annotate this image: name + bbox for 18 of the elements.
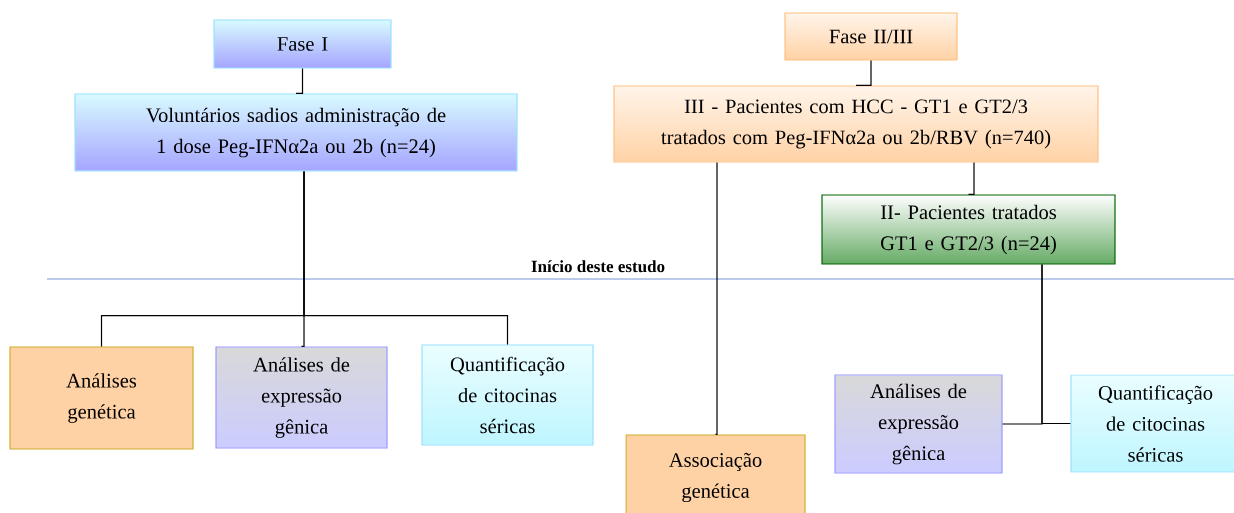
process-box: III - Pacientes com HCC - GT1 e GT2/3 tratados com Peg-IFNα2a ou 2b/RBV (n=740) <box>613 85 1099 163</box>
process-box: Fase I <box>213 19 392 69</box>
process-box: Quantificação de citocinas séricas <box>1070 374 1234 473</box>
process-box: II- Pacientes tratados GT1 e GT2/3 (n=24) <box>821 194 1116 265</box>
label-text: Início deste estudo <box>531 260 665 273</box>
connector-line <box>295 68 304 94</box>
process-box: Fase II/III <box>784 12 958 61</box>
process-box: Voluntários sadios administração de 1 dose Peg-IFNα2a ou 2b (n=24) <box>74 93 518 172</box>
connector-line <box>855 60 872 86</box>
connector-line <box>714 162 718 435</box>
process-box: Associação genética <box>625 434 806 513</box>
connector-line <box>1041 264 1071 425</box>
process-box: Análises de expressão gênica <box>834 374 1003 474</box>
process-box: Quantificação de citocinas séricas <box>421 344 594 446</box>
connector-line <box>303 171 509 345</box>
process-box: Análises genética <box>9 346 194 450</box>
process-box: Análises de expressão gênica <box>215 346 388 449</box>
connector-line <box>967 162 975 195</box>
